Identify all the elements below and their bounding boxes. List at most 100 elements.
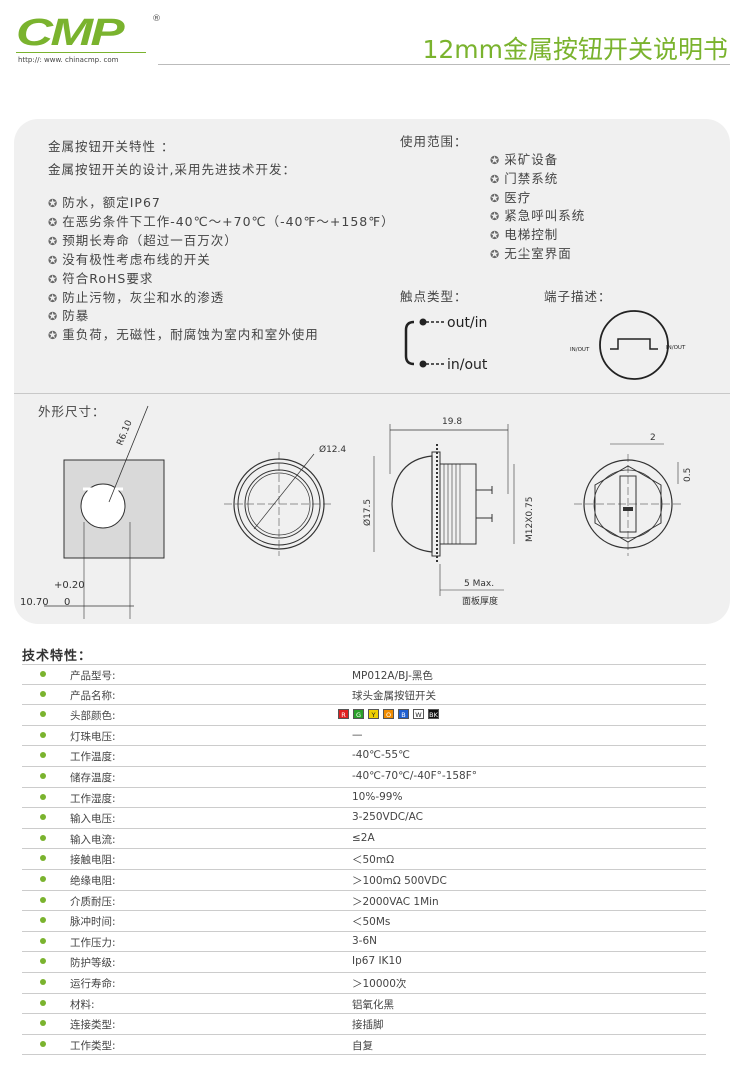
feature-item: ✪符合RoHS要求 xyxy=(48,268,153,287)
bullet-dot-icon xyxy=(40,671,46,677)
spec-label: 防护等级: xyxy=(70,957,116,970)
spec-value: ＞100mΩ 500VDC xyxy=(352,874,447,887)
spec-label: 工作压力: xyxy=(70,936,116,949)
spec-value: 自复 xyxy=(352,1039,373,1052)
feature-item: ✪防暴 xyxy=(48,305,89,324)
color-swatch: Y xyxy=(368,709,379,720)
spec-label: 储存温度: xyxy=(70,771,116,784)
bullet-dot-icon xyxy=(40,772,46,779)
spec-row: 工作湿度:10%-99% xyxy=(22,788,706,809)
tolerance-zero-label: 0 xyxy=(64,597,70,608)
spec-value: -40℃-70℃/-40F°-158F° xyxy=(352,769,477,782)
spec-value: ＞10000次 xyxy=(352,977,407,990)
bullet-dot-icon xyxy=(40,731,46,738)
spec-label: 连接类型: xyxy=(70,1019,116,1032)
star-bullet-icon: ✪ xyxy=(48,253,59,267)
spec-label: 产品型号: xyxy=(70,670,116,682)
spec-value: Ip67 IK10 xyxy=(352,955,402,968)
spec-row: 产品型号:MP012A/BJ-黑色 xyxy=(22,664,706,685)
spec-row: 输入电压:3-250VDC/AC xyxy=(22,808,706,829)
usage-text: 医疗 xyxy=(504,189,532,205)
spec-value: 球头金属按钮开关 xyxy=(352,689,436,702)
bullet-dot-icon xyxy=(40,917,46,924)
thread-label: M12X0.75 xyxy=(525,497,535,542)
spec-row: 接触电阻: ＜50mΩ xyxy=(22,849,706,870)
pin-thickness-label: 0.5 xyxy=(683,468,693,482)
spec-value: ≤2A xyxy=(352,831,375,844)
bullet-dot-icon xyxy=(40,937,46,944)
spec-row: 工作类型: 自复 xyxy=(22,1035,706,1056)
usage-item: ✪采矿设备 xyxy=(490,149,558,168)
contact-in-label: in/out xyxy=(447,357,488,373)
star-bullet-icon: ✪ xyxy=(490,210,501,224)
panel-cutout-drawing: R6.10 +0.20 10.70 0 xyxy=(20,405,165,619)
spec-label: 接触电阻: xyxy=(70,854,116,867)
logo-underline xyxy=(16,52,146,53)
radius-label: R6.10 xyxy=(116,419,135,447)
star-bullet-icon: ✪ xyxy=(48,197,59,210)
feature-item: ✪防水，额定IP67 xyxy=(48,192,161,211)
star-bullet-icon: ✪ xyxy=(490,229,501,243)
spec-label: 工作类型: xyxy=(70,1039,116,1052)
terminal-heading: 端子描述： xyxy=(544,289,612,304)
contact-out-label: out/in xyxy=(447,315,487,331)
spec-row: 介质耐压:＞2000VAC 1Min xyxy=(22,891,706,912)
logo-text: CMP xyxy=(16,12,125,54)
cmp-logo: CMP ® http://: www. chinacmp. com xyxy=(16,12,161,64)
feature-text: 在恶劣条件下工作-40℃～+70℃（-40℉～+158℉） xyxy=(62,213,395,229)
specs-title: 技术特性： xyxy=(22,649,93,664)
feature-item: ✪重负荷，无磁性，耐腐蚀为室内和室外使用 xyxy=(48,324,319,343)
star-bullet-icon: ✪ xyxy=(490,154,501,167)
color-swatch: B xyxy=(398,709,409,720)
spec-value: ＜50mΩ xyxy=(352,854,395,867)
spec-value: -40℃-55℃ xyxy=(352,749,410,762)
feature-text: 预期长寿命（超过一百万次） xyxy=(62,232,238,248)
spec-label: 绝缘电阻: xyxy=(70,874,116,887)
bullet-dot-icon xyxy=(40,978,46,985)
spec-value: 10%-99% xyxy=(352,790,403,803)
spec-value: — xyxy=(352,728,363,741)
star-bullet-icon: ✪ xyxy=(48,329,59,343)
contact-diagram: out/in in/out xyxy=(404,315,488,373)
star-bullet-icon: ✪ xyxy=(490,191,501,205)
spec-label: 工作温度: xyxy=(70,751,116,764)
usage-text: 采矿设备 xyxy=(504,152,559,167)
spec-row: 运行寿命:＞10000次 xyxy=(22,973,706,994)
spec-row: 防护等级: Ip67 IK10 xyxy=(22,952,706,973)
dimension-drawing: R6.10 +0.20 10.70 0 Ø12.4 19.8 xyxy=(20,405,693,619)
tolerance-label: +0.20 xyxy=(54,580,85,591)
bullet-dot-icon xyxy=(40,793,46,800)
length-label: 19.8 xyxy=(442,417,462,427)
feature-text: 重负荷，无磁性，耐腐蚀为室内和室外使用 xyxy=(62,327,319,343)
star-bullet-icon: ✪ xyxy=(48,272,59,286)
spec-value: 3-6N xyxy=(352,934,378,947)
registered-mark: ® xyxy=(152,14,161,24)
spec-value: 铝氧化黑 xyxy=(352,998,394,1011)
panel-divider xyxy=(14,393,730,394)
feature-text: 防止污物，灰尘和水的渗透 xyxy=(62,289,225,305)
usage-text: 门禁系统 xyxy=(504,170,559,186)
usage-text: 电梯控制 xyxy=(504,227,559,243)
usage-item: ✪医疗 xyxy=(490,187,531,206)
contact-heading: 触点类型： xyxy=(400,289,468,304)
bullet-dot-icon xyxy=(40,814,46,821)
features-heading: 金属按钮开关特性 ： xyxy=(48,139,175,154)
star-bullet-icon: ✪ xyxy=(48,310,59,324)
spec-label: 产品名称: xyxy=(70,689,116,702)
rear-view-drawing: 2 0.5 xyxy=(574,433,693,556)
feature-text: 防暴 xyxy=(62,308,90,324)
feature-item: ✪在恶劣条件下工作-40℃～+70℃（-40℉～+158℉） xyxy=(48,211,395,230)
bullet-dot-icon xyxy=(40,875,46,882)
bullet-dot-icon xyxy=(40,1040,46,1047)
spec-label: 材料: xyxy=(70,998,95,1011)
cutout-width-label: 10.70 xyxy=(20,597,49,608)
spec-row: 工作压力: 3-6N xyxy=(22,932,706,953)
max-label: 5 Max. xyxy=(464,579,494,589)
spec-row: 脉冲时间:＜50Ms xyxy=(22,911,706,932)
feature-item: ✪防止污物，灰尘和水的渗透 xyxy=(48,287,224,306)
features-intro: 金属按钮开关的设计,采用先进技术开发： xyxy=(48,162,296,177)
terminal-diagram: IN/OUT IN/OUT xyxy=(570,310,686,380)
